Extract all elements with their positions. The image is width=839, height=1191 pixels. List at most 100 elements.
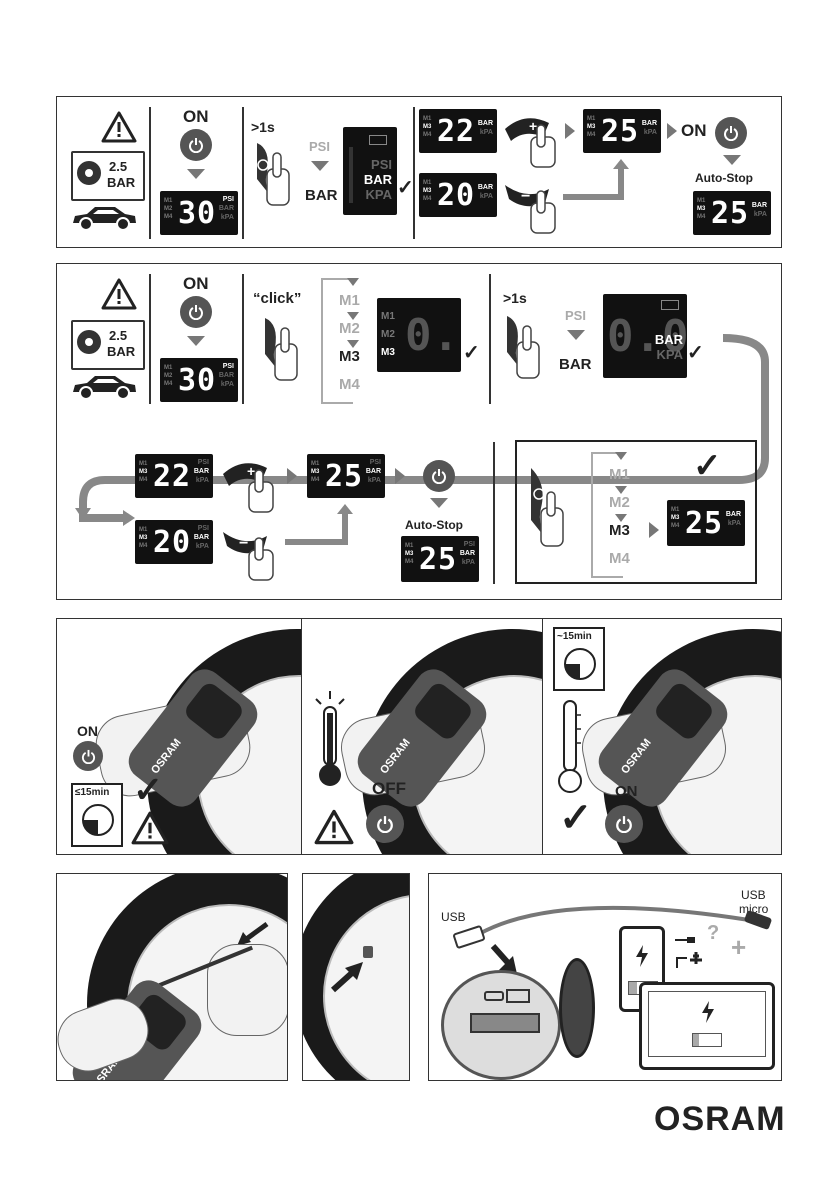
arrow-down-icon — [723, 155, 741, 165]
arrow-right-icon — [649, 522, 659, 538]
osram-logo: OSRAM — [654, 1100, 786, 1138]
timer-quarter-icon — [564, 648, 596, 680]
photo-overheat: OSRAM OFF — [302, 619, 542, 854]
memory-list-bracket — [591, 452, 623, 578]
panel-valve-closeup — [302, 873, 410, 1081]
on-label: ON — [77, 723, 98, 739]
manual-book-icon: 2.5 BAR — [71, 320, 145, 370]
thermometer-hot-icon — [315, 691, 345, 786]
arrow-to-valve-icon — [237, 921, 269, 946]
power-button-icon — [605, 805, 643, 843]
flow-arrow-icon — [285, 504, 353, 545]
divider — [413, 107, 415, 239]
arrow-right-icon — [395, 468, 405, 484]
cable-connector-icon — [675, 937, 702, 968]
usb-cable-icon — [453, 905, 772, 949]
device-lid-open — [441, 970, 561, 1080]
arrow-right-icon — [667, 123, 677, 139]
arrow-down-icon — [615, 486, 627, 494]
svg-text:+: + — [247, 463, 255, 479]
divider — [242, 107, 244, 239]
divider — [242, 274, 244, 404]
bar-option: BAR — [305, 187, 338, 204]
hand-pressing-button-icon — [531, 468, 564, 547]
warning-icon — [314, 809, 354, 845]
warning-icon — [101, 278, 137, 310]
usb-micro-label-1: USB — [741, 888, 766, 902]
check-mark: ✓ — [463, 342, 480, 364]
book-pressure-value: 2.5 — [109, 159, 128, 174]
memory-m1: M1 — [339, 292, 360, 309]
check-mark: ✓ — [687, 342, 704, 364]
psi-option: PSI — [565, 308, 586, 323]
plus-button-hand-icon: + — [223, 463, 274, 513]
usb-label: USB — [441, 910, 466, 924]
power-button-icon — [180, 129, 212, 161]
long-press-label: >1s — [251, 119, 275, 135]
memory-m2: M2 — [609, 494, 630, 511]
arrow-down-icon — [430, 498, 448, 508]
power-button-icon — [715, 117, 747, 149]
memory-m4: M4 — [339, 376, 360, 393]
power-button-icon — [73, 741, 103, 771]
book-pressure-unit: BAR — [107, 175, 136, 190]
arrow-down-icon — [187, 169, 205, 179]
timer-quarter-icon — [82, 804, 114, 836]
memory-list-bracket — [321, 278, 353, 404]
arrow-down-icon — [490, 944, 517, 974]
battery-icon — [369, 135, 387, 145]
memory-m3: M3 — [339, 348, 360, 365]
photo-inflating-tire: OSRAM ON ≤15min ✓ — [57, 619, 301, 854]
arrow-down-icon — [347, 312, 359, 320]
click-label: “click” — [253, 290, 302, 307]
book-pressure-unit: BAR — [107, 344, 136, 359]
memory-m4: M4 — [609, 550, 630, 567]
arrow-down-icon — [615, 452, 627, 460]
on-label: ON — [183, 274, 209, 293]
divider — [149, 274, 151, 404]
arrow-down-icon — [347, 278, 359, 286]
arrow-down-icon — [567, 330, 585, 340]
lightning-icon — [636, 945, 648, 967]
question-mark: ? — [707, 922, 720, 944]
thermometer-cool-icon — [558, 700, 582, 793]
minus-button-hand-icon: − — [505, 185, 556, 234]
tablet-icon — [639, 982, 775, 1070]
valve-adapters — [470, 1013, 540, 1033]
usb-port — [484, 991, 504, 1001]
hand-pressing-button-icon — [265, 318, 298, 381]
off-label: OFF — [372, 779, 406, 798]
auto-stop-label: Auto-Stop — [405, 518, 463, 532]
check-mark: ✓ — [693, 447, 722, 485]
battery-icon — [661, 300, 679, 310]
manual-book-icon: 2.5 BAR — [71, 151, 145, 201]
auto-stop-label: Auto-Stop — [695, 171, 753, 185]
timer-label: ≤15min — [75, 787, 110, 798]
arrow-down-icon — [615, 514, 627, 522]
book-pressure-value: 2.5 — [109, 328, 128, 343]
flow-arrow-icon — [563, 159, 629, 200]
timer-box: ~15min — [553, 627, 605, 691]
divider — [301, 619, 302, 854]
divider — [149, 107, 151, 239]
hand-pressing-button-icon — [507, 316, 540, 379]
hand-pressing-button-icon — [257, 143, 290, 206]
arrow-right-icon — [565, 123, 575, 139]
arrow-right-icon — [287, 468, 297, 484]
on-label: ON — [183, 107, 209, 126]
check-mark: ✓ — [559, 796, 593, 840]
svg-text:+: + — [529, 118, 537, 134]
divider — [489, 274, 491, 404]
svg-text:−: − — [239, 535, 248, 552]
